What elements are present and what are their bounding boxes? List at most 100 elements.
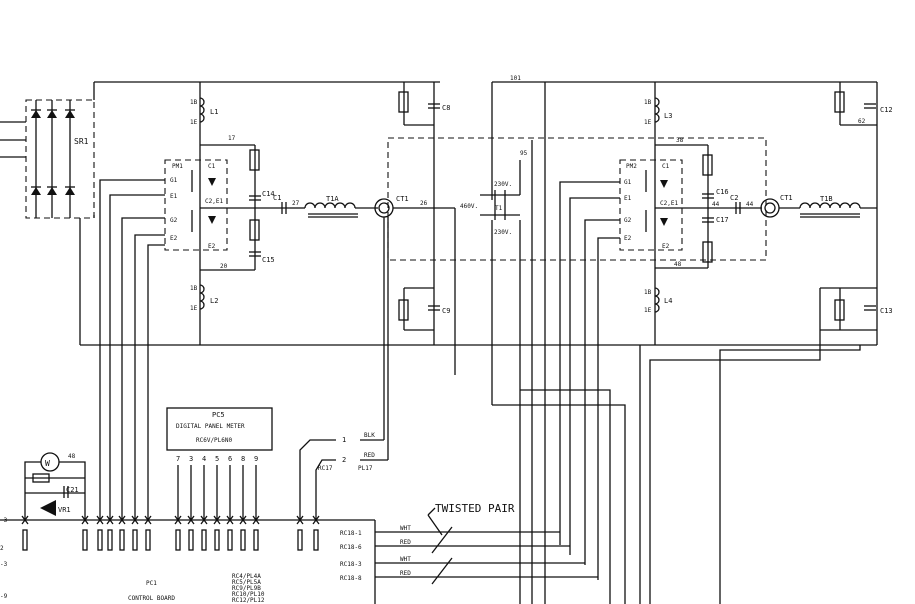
dc-bus-wires: [79, 81, 878, 346]
svg-text:1B: 1B: [190, 285, 198, 292]
ct1-left-label: CT1: [396, 195, 409, 203]
meter-pin-4: 4: [202, 455, 206, 463]
terminal-label-block: [97, 529, 103, 551]
terminal-pin: [118, 515, 126, 525]
terminal-pin: [226, 515, 234, 525]
svg-text:1B: 1B: [190, 99, 198, 106]
svg-text:26: 26: [420, 200, 428, 207]
ct-return-wires: 1 2 BLK RED PL17 RC17: [299, 432, 388, 520]
terminal-label-block: [201, 529, 207, 551]
meter-conn: RC6V/PL6N0: [196, 437, 233, 444]
sr1-label: SR1: [74, 137, 89, 146]
svg-text:27: 27: [292, 200, 300, 207]
terminal-label-block: [188, 529, 194, 551]
control-board-label: CONTROL BOARD: [128, 595, 175, 602]
conn-line-3: RC10/PL10: [232, 591, 265, 598]
conn-line-2: RC9/PL9B: [232, 585, 261, 592]
meter-w-circuit: W 48 C21 VR1: [24, 452, 86, 520]
svg-text:44: 44: [712, 201, 720, 208]
meter-title: DIGITAL PANEL METER: [176, 423, 245, 430]
svg-text:38: 38: [676, 137, 684, 144]
twisted-pair-label: TWISTED PAIR: [435, 502, 515, 515]
rc18-3-label: RC18-3: [340, 561, 362, 568]
svg-text:1E: 1E: [644, 119, 652, 126]
svg-text:-9: -9: [0, 593, 8, 600]
l3-label: L3: [664, 112, 672, 120]
terminal-pin: [187, 515, 195, 525]
svg-text:E2: E2: [208, 243, 216, 250]
rc18-1-label: RC18-1: [340, 530, 362, 537]
terminal-pin: [174, 515, 182, 525]
terminal-label-block: [175, 529, 181, 551]
terminal-pin: [131, 515, 139, 525]
svg-text:E2: E2: [170, 235, 178, 242]
svg-text:48: 48: [68, 453, 76, 460]
c12-label: C12: [880, 106, 893, 114]
ct1-right-label: CT1: [780, 194, 793, 202]
terminal-label-block: [240, 529, 246, 551]
c13-label: C13: [880, 307, 893, 315]
rc18-6-label: RC18-6: [340, 544, 362, 551]
transformer-t1: 101 95 230V. 460V. T1 230V.: [460, 75, 528, 405]
svg-text:2: 2: [342, 456, 346, 464]
c17-label: C17: [716, 216, 729, 224]
meter-pin-6: 6: [228, 455, 232, 463]
pc1-label: PC1: [146, 580, 157, 587]
c1-label: C1: [273, 194, 281, 202]
terminal-pin: [106, 515, 114, 525]
t1-230a-label: 230V.: [494, 181, 512, 188]
svg-text:E2: E2: [624, 235, 632, 242]
rc18-block: TWISTED PAIR RC18-1 RC18-6 RC18-3 RC18-8…: [340, 502, 598, 585]
control-board: PC1 CONTROL BOARD RC4/PL4ARC5/PL5ARC9/PL…: [0, 515, 376, 604]
right-bus-caps: C12 62 C13: [820, 82, 893, 331]
terminal-pin: [312, 515, 320, 525]
meter-pin-7: 7: [176, 455, 180, 463]
svg-text:E2: E2: [662, 243, 670, 250]
l2-label: L2: [210, 297, 218, 305]
terminal-label-block: [313, 529, 319, 551]
meter-pin-8: 8: [241, 455, 245, 463]
terminal-pin: [144, 515, 152, 525]
svg-text:-3: -3: [0, 561, 8, 568]
svg-text:62: 62: [858, 118, 866, 125]
svg-text:W: W: [45, 459, 50, 468]
terminal-label-block: [82, 529, 88, 551]
svg-text:C1: C1: [208, 163, 216, 170]
wht-label-2: WHT: [400, 556, 411, 563]
right-inverter: 1B 1E L3 38 PM2 C1 G1 E1 C2,E1 G2 E2 E2 …: [619, 82, 877, 345]
conn-line-0: RC4/PL4A: [232, 573, 261, 580]
svg-text:101: 101: [510, 75, 521, 82]
t1-230b-label: 230V.: [494, 229, 512, 236]
t1-460-label: 460V.: [460, 203, 478, 210]
svg-text:1E: 1E: [644, 307, 652, 314]
meter-pin-3: 3: [189, 455, 193, 463]
conn-line-4: RC12/PL12: [232, 597, 265, 604]
terminal-pin: [252, 515, 260, 525]
svg-text:E1: E1: [170, 193, 178, 200]
svg-text:G1: G1: [624, 179, 632, 186]
red-label-1: RED: [400, 539, 411, 546]
terminal-label-block: [297, 529, 303, 551]
svg-text:1E: 1E: [190, 305, 198, 312]
svg-text:44: 44: [746, 201, 754, 208]
rc18-8-label: RC18-8: [340, 575, 362, 582]
c2-label: C2: [730, 194, 738, 202]
svg-text:C1: C1: [662, 163, 670, 170]
svg-text:95: 95: [520, 150, 528, 157]
terminal-label-block: [253, 529, 259, 551]
meter-pin-9: 9: [254, 455, 258, 463]
terminal-label-block: [227, 529, 233, 551]
l4-label: L4: [664, 297, 672, 305]
c14-label: C14: [262, 190, 275, 198]
svg-text:E1: E1: [624, 195, 632, 202]
svg-text:48: 48: [674, 261, 682, 268]
c21-label: C21: [66, 486, 79, 494]
rc17-label: RC17: [318, 465, 333, 472]
red-label-2: RED: [400, 570, 411, 577]
terminal-pin: [213, 515, 221, 525]
svg-text:1E: 1E: [190, 119, 198, 126]
svg-text:2: 2: [0, 545, 4, 552]
